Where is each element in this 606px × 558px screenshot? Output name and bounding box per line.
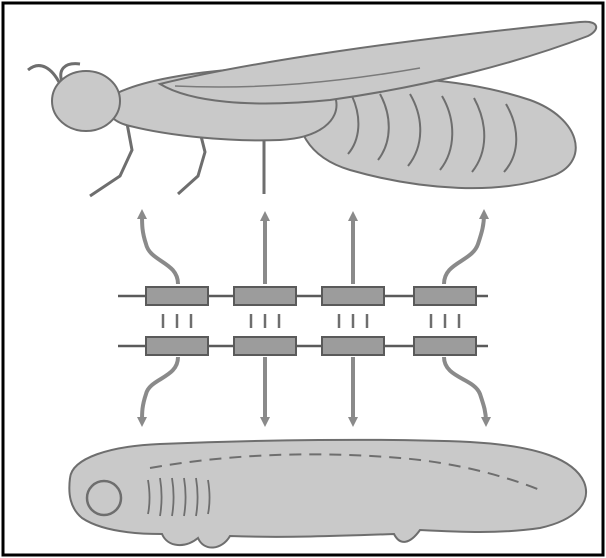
gene-box [414,287,476,305]
gene-box [234,337,296,355]
embryo-eye [87,481,121,515]
gene-box [234,287,296,305]
gene-box [146,287,208,305]
gene-box [414,337,476,355]
gene-box [146,337,208,355]
gene-box [322,287,384,305]
embryo-drawing [69,440,586,548]
embryo-body [69,440,586,548]
fly-head [52,71,120,131]
gene-box [322,337,384,355]
